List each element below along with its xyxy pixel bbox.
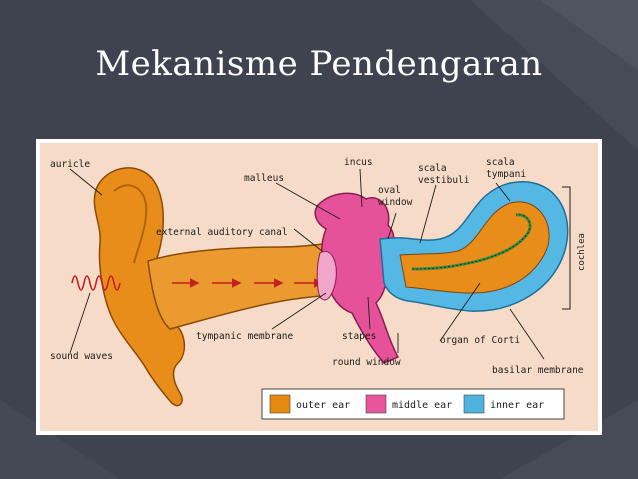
label-scala-vestibuli-line2: vestibuli <box>418 175 470 186</box>
outer-ear-shape <box>93 167 331 407</box>
legend: outer ear middle ear inner ear <box>261 388 565 420</box>
label-pointers <box>69 168 545 360</box>
legend-swatch-outer-ear <box>269 394 291 414</box>
inner-ear-shape <box>379 180 569 312</box>
label-external-auditory-canal: external auditory canal <box>156 227 288 238</box>
label-basilar-membrane: basilar membrane <box>492 365 584 376</box>
label-organ-of-corti: organ of Corti <box>440 335 520 346</box>
label-scala-tympani-line2: tympani <box>486 169 526 180</box>
label-round-window: round window <box>332 357 401 368</box>
label-stapes: stapes <box>342 331 376 342</box>
slide-title: Mekanisme Pendengaran <box>95 44 543 84</box>
legend-label-outer-ear: outer ear <box>296 400 350 411</box>
label-sound-waves: sound waves <box>50 351 113 362</box>
ear-diagram-svg: auricle malleus incus oval window scala … <box>50 157 587 420</box>
ear-diagram: auricle malleus incus oval window scala … <box>36 139 602 435</box>
label-scala-tympani-line1: scala <box>486 157 515 168</box>
cochlea-bracket <box>562 186 571 310</box>
label-oval-window-line2: window <box>378 197 413 208</box>
legend-swatch-inner-ear <box>463 394 485 414</box>
label-scala-vestibuli-line1: scala <box>418 163 447 174</box>
middle-ear-shape <box>314 192 400 364</box>
legend-swatch-middle-ear <box>365 394 387 414</box>
label-auricle: auricle <box>50 159 90 170</box>
label-cochlea: cochlea <box>577 233 587 271</box>
legend-label-inner-ear: inner ear <box>490 400 544 411</box>
legend-label-middle-ear: middle ear <box>392 400 452 411</box>
label-oval-window-line1: oval <box>378 185 401 196</box>
sound-wave-shape <box>71 275 121 291</box>
label-tympanic-membrane: tympanic membrane <box>196 331 294 342</box>
label-incus: incus <box>344 157 373 168</box>
label-malleus: malleus <box>244 173 284 184</box>
